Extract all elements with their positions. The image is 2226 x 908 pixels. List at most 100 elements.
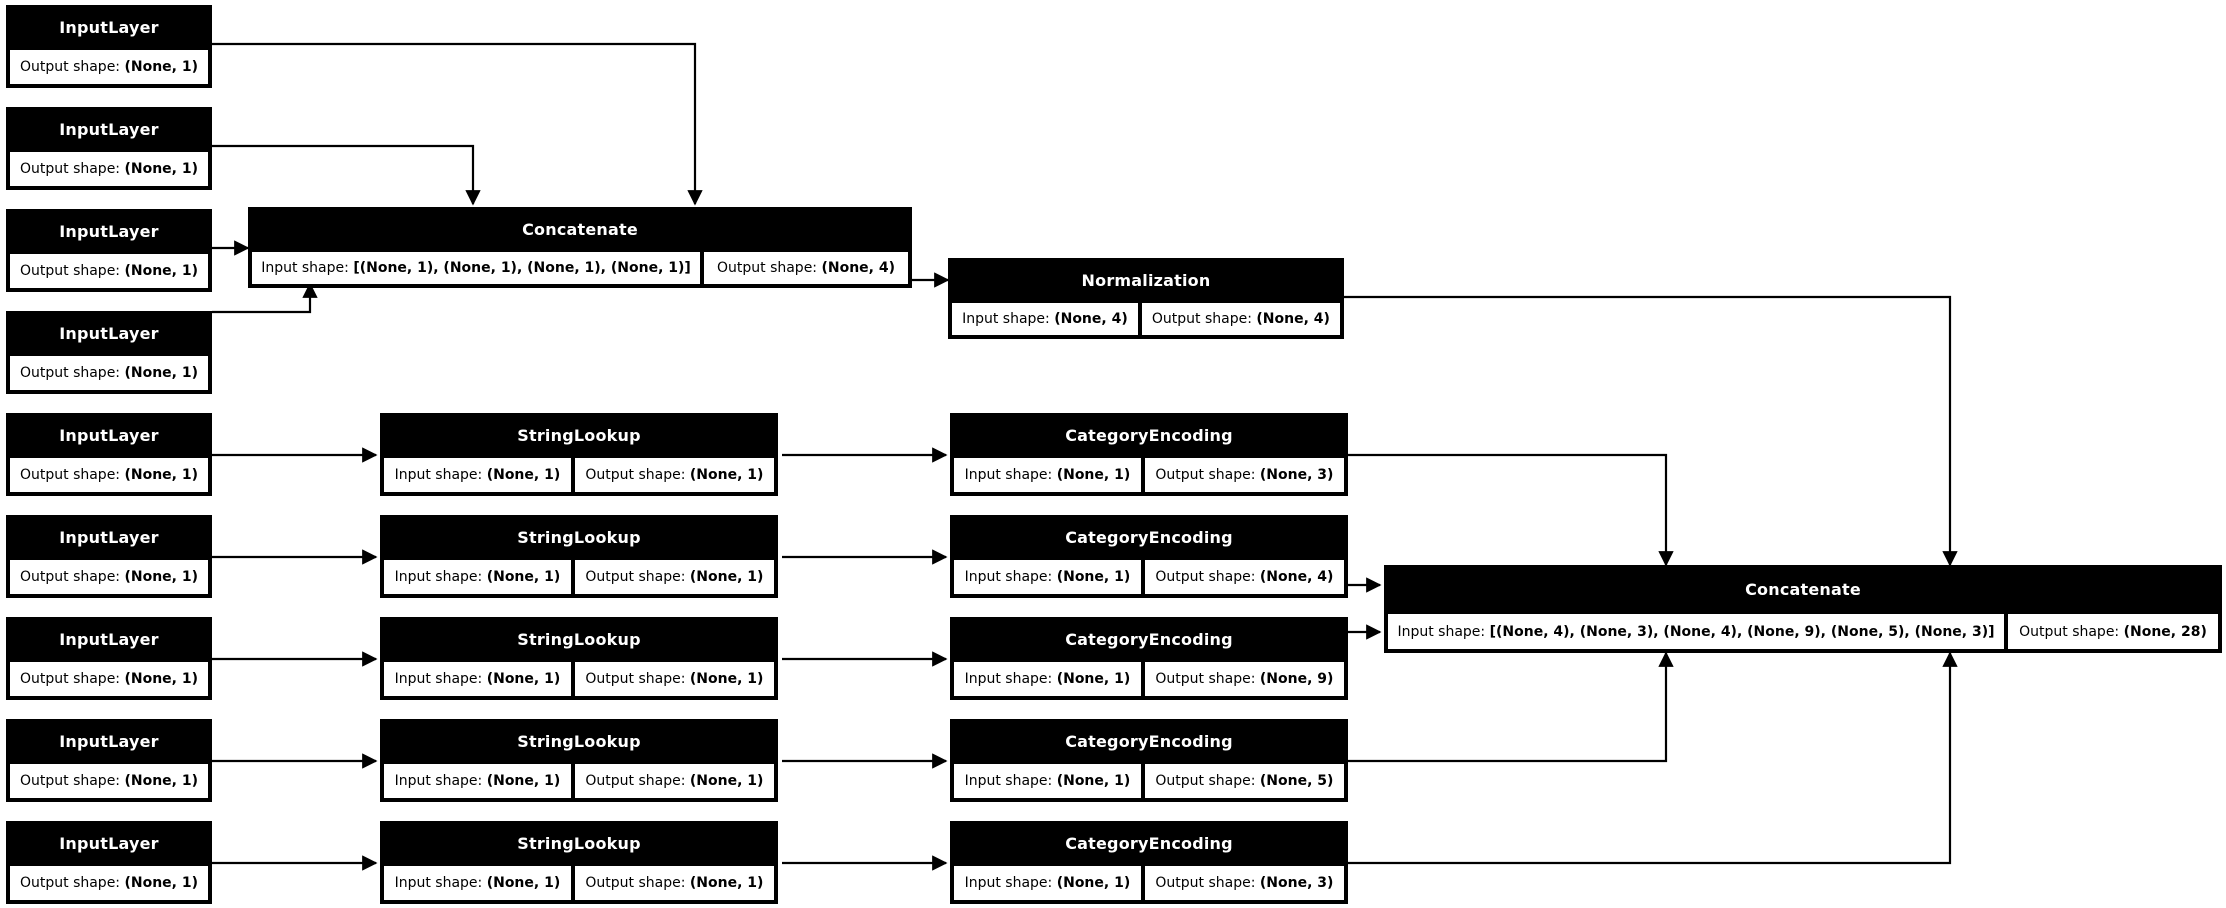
output-shape-label: Output shape: [585,467,686,483]
output-shape-label: Output shape: [19,161,121,177]
output-shape-cell: Output shape: (None, 1) [8,252,210,290]
input-shape-value: (None, 1) [486,467,561,483]
output-shape-label: Output shape: [19,773,121,789]
input-shape-value: (None, 1) [486,875,561,891]
node-cat-input-layer-1[interactable]: InputLayer Output shape: (None, 1) [6,413,212,496]
node-cat-input-layer-5[interactable]: InputLayer Output shape: (None, 1) [6,821,212,904]
output-shape-value: (None, 1) [124,365,199,381]
input-shape-cell: Input shape: (None, 4) [950,301,1140,337]
node-input-layer-2[interactable]: InputLayer Output shape: (None, 1) [6,107,212,190]
node-input-layer-1[interactable]: InputLayer Output shape: (None, 1) [6,5,212,88]
output-shape-cell: Output shape: (None, 3) [1142,456,1346,494]
node-category-encoding-2[interactable]: CategoryEncoding Input shape: (None, 1) … [950,515,1348,598]
node-title: CategoryEncoding [952,517,1346,558]
node-title: InputLayer [8,109,210,150]
node-title: CategoryEncoding [952,619,1346,660]
node-string-lookup-5[interactable]: StringLookup Input shape: (None, 1) Outp… [380,821,778,904]
output-shape-cell: Output shape: (None, 1) [8,558,210,596]
input-shape-value: (None, 1) [1056,773,1131,789]
input-shape-cell: Input shape: (None, 1) [382,762,573,800]
output-shape-value: (None, 1) [124,467,199,483]
node-concatenate-final[interactable]: Concatenate Input shape: [(None, 4), (No… [1384,565,2222,653]
input-shape-cell: Input shape: (None, 1) [952,864,1143,902]
node-string-lookup-1[interactable]: StringLookup Input shape: (None, 1) Outp… [380,413,778,496]
output-shape-label: Output shape: [2019,623,2120,640]
output-shape-cell: Output shape: (None, 28) [2006,612,2220,651]
node-string-lookup-3[interactable]: StringLookup Input shape: (None, 1) Outp… [380,617,778,700]
input-shape-value: (None, 1) [1056,467,1131,483]
output-shape-label: Output shape: [19,467,121,483]
node-normalization[interactable]: Normalization Input shape: (None, 4) Out… [948,258,1344,339]
node-title: StringLookup [382,619,776,660]
output-shape-label: Output shape: [19,59,121,75]
node-category-encoding-3[interactable]: CategoryEncoding Input shape: (None, 1) … [950,617,1348,700]
input-shape-value: [(None, 4), (None, 3), (None, 4), (None,… [1489,623,1995,640]
edge-row4-encoding-to-final-concat [1348,651,1674,763]
input-shape-value: [(None, 1), (None, 1), (None, 1), (None,… [353,260,691,276]
output-shape-value: (None, 1) [124,161,199,177]
input-shape-cell: Input shape: (None, 1) [382,456,573,494]
output-shape-value: (None, 4) [1256,311,1330,327]
output-shape-value: (None, 28) [2123,623,2207,640]
node-title: CategoryEncoding [952,415,1346,456]
input-shape-value: (None, 1) [1056,875,1131,891]
input-shape-label: Input shape: [261,260,349,276]
output-shape-label: Output shape: [585,671,686,687]
output-shape-label: Output shape: [1151,311,1252,327]
output-shape-value: (None, 3) [1259,467,1334,483]
output-shape-cell: Output shape: (None, 1) [572,864,776,902]
output-shape-cell: Output shape: (None, 1) [572,456,776,494]
output-shape-value: (None, 3) [1259,875,1334,891]
input-shape-label: Input shape: [394,467,483,483]
node-cat-input-layer-4[interactable]: InputLayer Output shape: (None, 1) [6,719,212,802]
input-shape-cell: Input shape: (None, 1) [952,558,1143,596]
input-shape-label: Input shape: [964,875,1053,891]
node-cat-input-layer-2[interactable]: InputLayer Output shape: (None, 1) [6,515,212,598]
output-shape-cell: Output shape: (None, 1) [572,762,776,800]
node-title: InputLayer [8,211,210,252]
input-shape-label: Input shape: [962,311,1050,327]
node-cat-input-layer-3[interactable]: InputLayer Output shape: (None, 1) [6,617,212,700]
output-shape-value: (None, 1) [689,875,764,891]
output-shape-value: (None, 1) [124,263,199,279]
node-input-layer-3[interactable]: InputLayer Output shape: (None, 1) [6,209,212,292]
node-category-encoding-1[interactable]: CategoryEncoding Input shape: (None, 1) … [950,413,1348,496]
node-title: StringLookup [382,517,776,558]
output-shape-label: Output shape: [19,671,121,687]
input-shape-label: Input shape: [394,773,483,789]
output-shape-value: (None, 1) [124,569,199,585]
output-shape-value: (None, 1) [124,773,199,789]
input-shape-cell: Input shape: [(None, 4), (None, 3), (Non… [1386,612,2006,651]
input-shape-cell: Input shape: (None, 1) [952,456,1143,494]
output-shape-label: Output shape: [19,263,121,279]
node-category-encoding-5[interactable]: CategoryEncoding Input shape: (None, 1) … [950,821,1348,904]
node-title: InputLayer [8,721,210,762]
input-shape-label: Input shape: [964,467,1053,483]
output-shape-cell: Output shape: (None, 1) [572,558,776,596]
output-shape-value: (None, 4) [1259,569,1334,585]
output-shape-cell: Output shape: (None, 4) [1139,301,1342,337]
input-shape-label: Input shape: [964,773,1053,789]
input-shape-value: (None, 1) [486,569,561,585]
node-string-lookup-4[interactable]: StringLookup Input shape: (None, 1) Outp… [380,719,778,802]
node-string-lookup-2[interactable]: StringLookup Input shape: (None, 1) Outp… [380,515,778,598]
node-category-encoding-4[interactable]: CategoryEncoding Input shape: (None, 1) … [950,719,1348,802]
output-shape-cell: Output shape: (None, 1) [8,150,210,188]
output-shape-label: Output shape: [1155,671,1256,687]
output-shape-label: Output shape: [19,569,121,585]
output-shape-label: Output shape: [1155,569,1256,585]
node-concatenate-numeric[interactable]: Concatenate Input shape: [(None, 1), (No… [248,207,912,288]
output-shape-label: Output shape: [585,875,686,891]
edge-input4-to-concat [212,282,318,314]
edge-input1-to-concat [212,42,703,206]
output-shape-cell: Output shape: (None, 3) [1142,864,1346,902]
node-input-layer-4[interactable]: InputLayer Output shape: (None, 1) [6,311,212,394]
input-shape-label: Input shape: [394,875,483,891]
node-title: StringLookup [382,415,776,456]
input-shape-label: Input shape: [394,569,483,585]
node-title: InputLayer [8,415,210,456]
output-shape-value: (None, 4) [821,260,896,276]
output-shape-value: (None, 9) [1259,671,1334,687]
input-shape-value: (None, 1) [486,671,561,687]
